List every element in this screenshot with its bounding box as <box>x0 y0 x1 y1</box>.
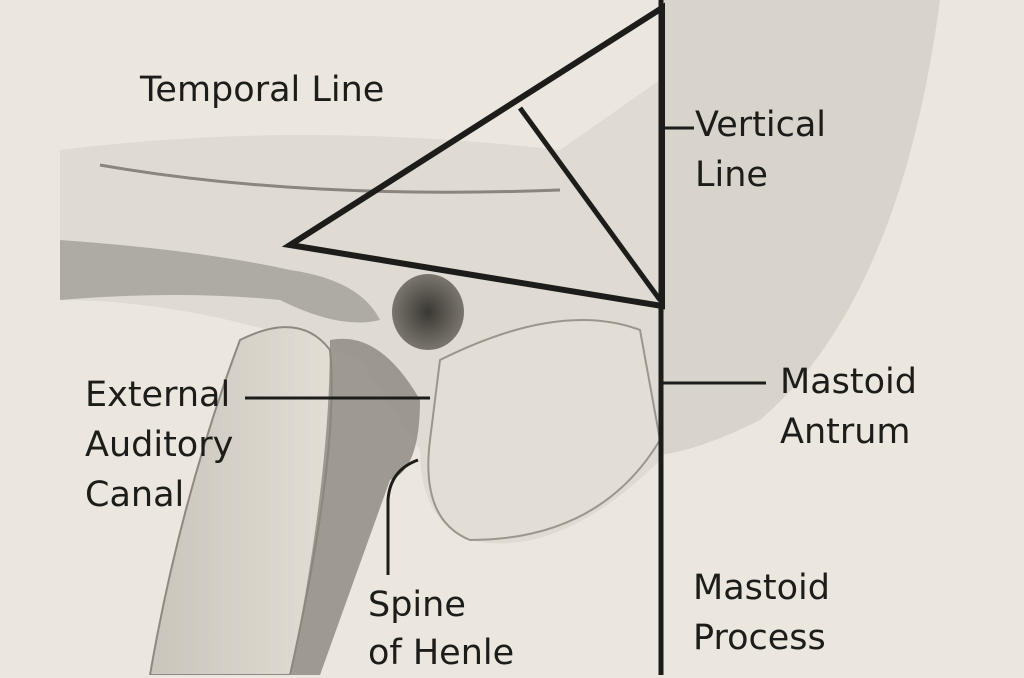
label-mastoid-process-1: Mastoid <box>693 568 830 608</box>
label-temporal-line: Temporal Line <box>140 70 385 110</box>
label-external-1: External <box>85 375 231 415</box>
mastoid-shading <box>660 0 940 455</box>
label-mastoid-antrum-2: Antrum <box>780 412 911 452</box>
label-vertical-line-2: Line <box>695 155 768 195</box>
canal-shadow <box>290 338 420 675</box>
spine-of-henle-leader <box>386 458 419 575</box>
suprameatal-triangle <box>281 2 665 310</box>
label-spine-1: Spine <box>368 585 466 625</box>
label-external-2: Auditory <box>85 425 234 465</box>
label-external-3: Canal <box>85 475 185 515</box>
triangle-inner-line <box>517 106 663 302</box>
label-vertical-line-1: Vertical <box>695 105 827 145</box>
auditory-canal-opening <box>392 274 464 350</box>
label-mastoid-process-2: Process <box>693 618 826 658</box>
temporal-line-curve <box>99 163 561 194</box>
zygomatic-shading <box>60 240 380 323</box>
mastoid-process-shading <box>427 319 662 542</box>
label-spine-2: of Henle <box>368 633 515 673</box>
label-mastoid-antrum-1: Mastoid <box>780 362 917 402</box>
